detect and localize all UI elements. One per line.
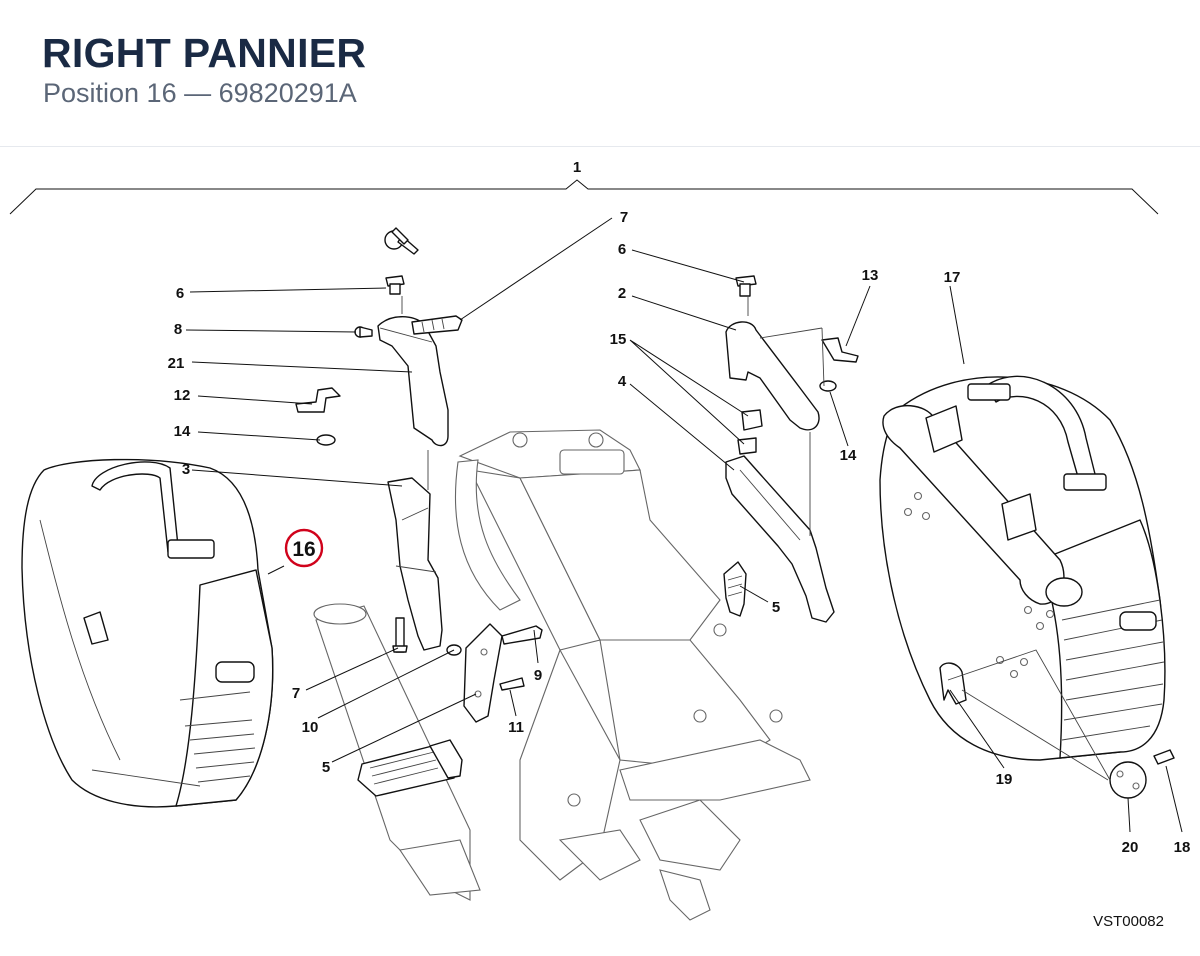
leader-lines bbox=[185, 217, 1183, 833]
left-mount-hardware bbox=[295, 227, 543, 723]
part-labels: 1 2 3 4 5 5 6 6 7 7 8 9 10 11 12 13 14 1… bbox=[168, 159, 1191, 856]
fastener-set-right bbox=[939, 649, 1175, 799]
label-21: 21 bbox=[168, 355, 185, 372]
label-20: 20 bbox=[1122, 839, 1139, 856]
label-9: 9 bbox=[534, 667, 542, 684]
label-6-right: 6 bbox=[618, 241, 626, 258]
page-header: RIGHT PANNIER Position 16 — 69820291A bbox=[0, 0, 1200, 147]
page-title: RIGHT PANNIER bbox=[42, 30, 367, 76]
label-6-left: 6 bbox=[176, 285, 184, 302]
label-15: 15 bbox=[610, 331, 627, 348]
label-7-lower: 7 bbox=[292, 685, 300, 702]
label-10: 10 bbox=[302, 719, 319, 736]
right-pannier bbox=[879, 375, 1166, 761]
label-7-top: 7 bbox=[620, 209, 628, 226]
highlight-circle bbox=[284, 528, 324, 568]
left-pannier bbox=[21, 458, 274, 808]
footpeg-plate bbox=[357, 739, 463, 797]
exhaust-silencer bbox=[313, 603, 481, 901]
part-number: 69820291A bbox=[218, 78, 357, 108]
label-14-left: 14 bbox=[174, 423, 191, 440]
label-12: 12 bbox=[174, 387, 191, 404]
label-5-right: 5 bbox=[772, 599, 780, 616]
separator: — bbox=[184, 78, 212, 108]
right-mount-hardware bbox=[723, 275, 859, 623]
label-4: 4 bbox=[618, 373, 627, 390]
assembly-bracket bbox=[9, 179, 1159, 215]
label-13: 13 bbox=[862, 267, 879, 284]
label-11: 11 bbox=[508, 719, 524, 736]
label-5-left: 5 bbox=[322, 759, 330, 776]
motorcycle-frame bbox=[454, 429, 811, 921]
label-17: 17 bbox=[944, 269, 961, 286]
position-text: Position 16 bbox=[43, 78, 177, 108]
highlight-label: 16 bbox=[292, 538, 315, 561]
label-8: 8 bbox=[174, 321, 182, 338]
label-14-right: 14 bbox=[840, 447, 857, 464]
label-2: 2 bbox=[618, 285, 626, 302]
drawing-code: VST00082 bbox=[1093, 913, 1164, 930]
label-3: 3 bbox=[182, 461, 190, 478]
label-1: 1 bbox=[573, 159, 581, 176]
label-18: 18 bbox=[1174, 839, 1191, 856]
position-subtitle: Position 16 — 69820291A bbox=[43, 78, 357, 109]
highlight-16: 16 bbox=[284, 528, 324, 568]
label-19: 19 bbox=[996, 771, 1013, 788]
